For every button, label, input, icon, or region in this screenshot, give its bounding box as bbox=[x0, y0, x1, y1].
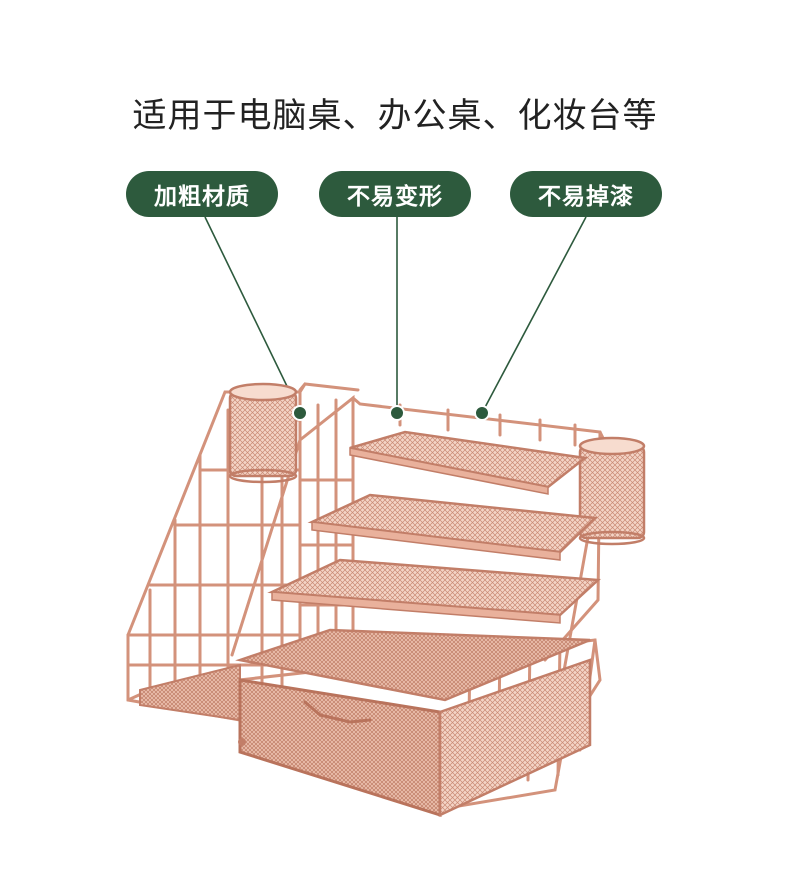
callout-line-1 bbox=[204, 216, 301, 414]
pen-cup-left bbox=[228, 382, 298, 484]
callout-dot-2 bbox=[389, 405, 405, 421]
tray-3 bbox=[267, 558, 601, 624]
feature-badge-thick-material: 加粗材质 bbox=[126, 171, 278, 217]
drawer bbox=[238, 658, 592, 818]
callout-dot-1 bbox=[292, 405, 308, 421]
tray-2 bbox=[307, 493, 598, 561]
feature-badge-no-peel: 不易掉漆 bbox=[510, 171, 662, 217]
callout-dots bbox=[292, 405, 490, 421]
bottom-tray bbox=[139, 628, 591, 722]
callout-dot-3 bbox=[474, 405, 490, 421]
feature-badge-no-deform: 不易变形 bbox=[319, 171, 471, 217]
callout-lines bbox=[204, 216, 587, 414]
tray-1 bbox=[349, 430, 589, 495]
callout-line-3 bbox=[481, 216, 587, 414]
pen-cup-right bbox=[578, 436, 646, 546]
headline: 适用于电脑桌、办公桌、化妆台等 bbox=[132, 96, 658, 136]
